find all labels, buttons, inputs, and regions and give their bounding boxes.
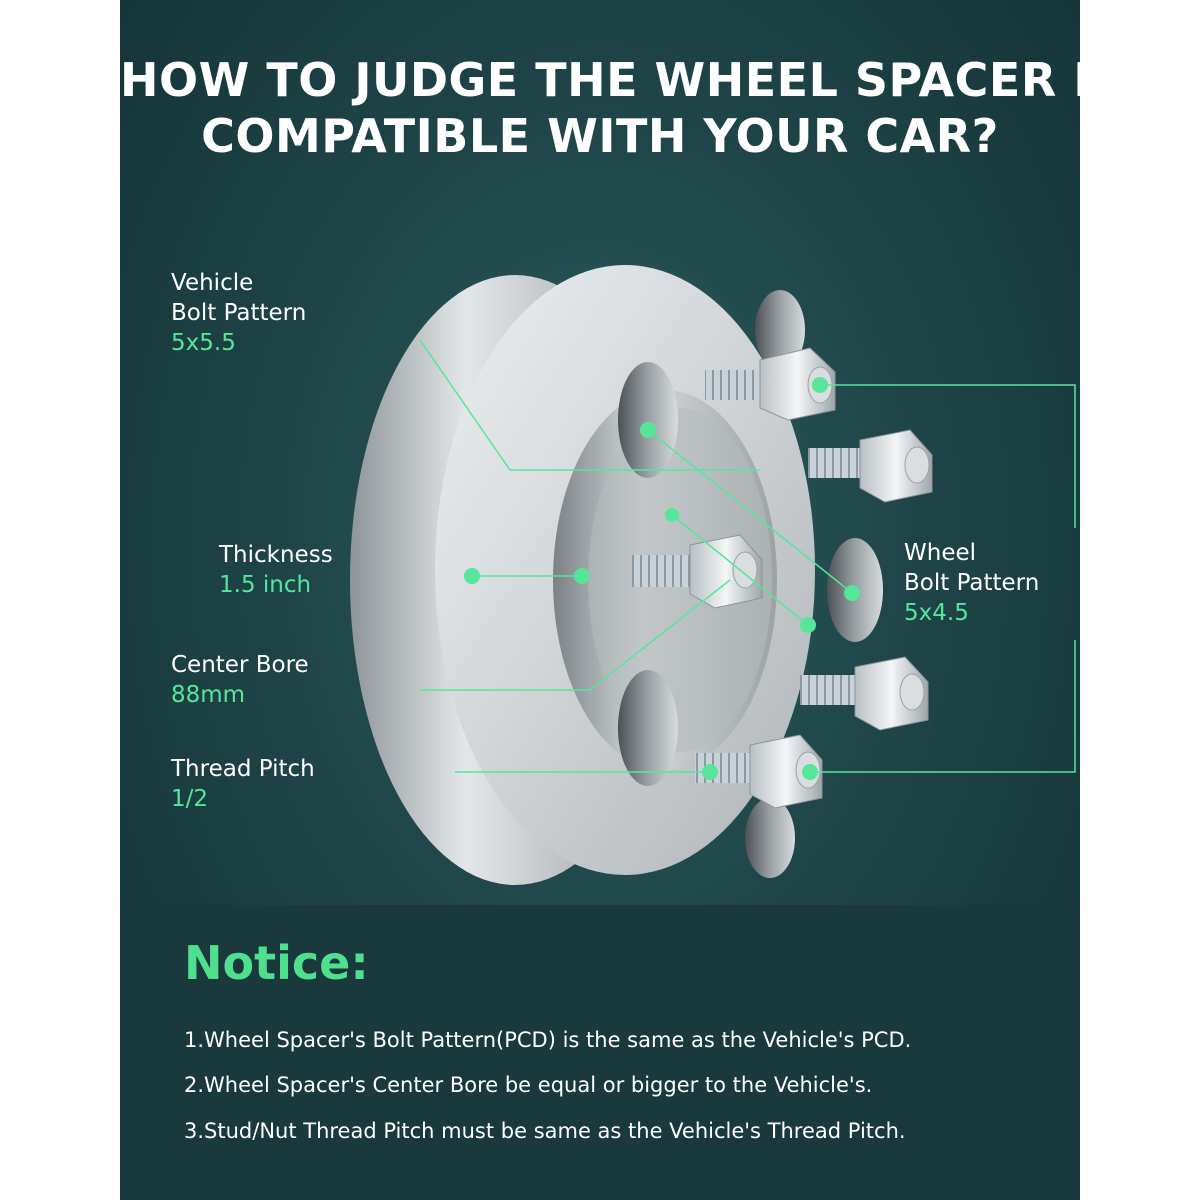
center-bore-value: 88mm (171, 682, 246, 708)
page-title: HOW TO JUDGE THE WHEEL SPACER IS COMPATI… (120, 52, 1080, 164)
callout-thread-pitch: Thread Pitch 1/2 (171, 754, 315, 814)
callout-center-bore: Center Bore 88mm (171, 650, 309, 710)
wheel-bolt-pattern-value: 5x4.5 (904, 600, 969, 626)
infographic-panel: HOW TO JUDGE THE WHEEL SPACER IS COMPATI… (120, 0, 1080, 1200)
callout-lines (419, 339, 1076, 773)
title-line-2: COMPATIBLE WITH YOUR CAR? (201, 109, 999, 163)
vehicle-label-line1: Vehicle (171, 270, 254, 296)
wheel-label-line1: Wheel (904, 540, 977, 566)
thickness-label: Thickness (219, 542, 333, 568)
title-line-1: HOW TO JUDGE THE WHEEL SPACER IS (120, 53, 1080, 107)
thread-pitch-label: Thread Pitch (171, 756, 315, 782)
notice-item-1: 1.Wheel Spacer's Bolt Pattern(PCD) is th… (184, 1028, 912, 1052)
stud-4 (800, 656, 929, 731)
vehicle-bolt-pattern-value: 5x5.5 (171, 330, 236, 356)
vehicle-label-line2: Bolt Pattern (171, 300, 307, 326)
stud-3 (632, 534, 763, 609)
thickness-value: 1.5 inch (219, 572, 312, 598)
stud-1 (705, 347, 836, 421)
callout-dots (464, 377, 860, 780)
notice-item-3: 3.Stud/Nut Thread Pitch must be same as … (184, 1119, 906, 1143)
stud-2 (808, 429, 933, 503)
thread-pitch-value: 1/2 (171, 786, 209, 812)
callout-vehicle-bolt-pattern: Vehicle Bolt Pattern 5x5.5 (171, 268, 306, 358)
notice-item-2: 2.Wheel Spacer's Center Bore be equal or… (184, 1073, 873, 1097)
notice-section: Notice: 1.Wheel Spacer's Bolt Pattern(PC… (120, 905, 1080, 1200)
callout-thickness: Thickness 1.5 inch (219, 540, 333, 600)
wheel-label-line2: Bolt Pattern (904, 570, 1040, 596)
wheel-spacer-image (350, 265, 1076, 885)
callout-wheel-bolt-pattern: Wheel Bolt Pattern 5x4.5 (904, 538, 1039, 628)
notice-heading: Notice: (184, 936, 369, 990)
center-bore-label: Center Bore (171, 652, 309, 678)
